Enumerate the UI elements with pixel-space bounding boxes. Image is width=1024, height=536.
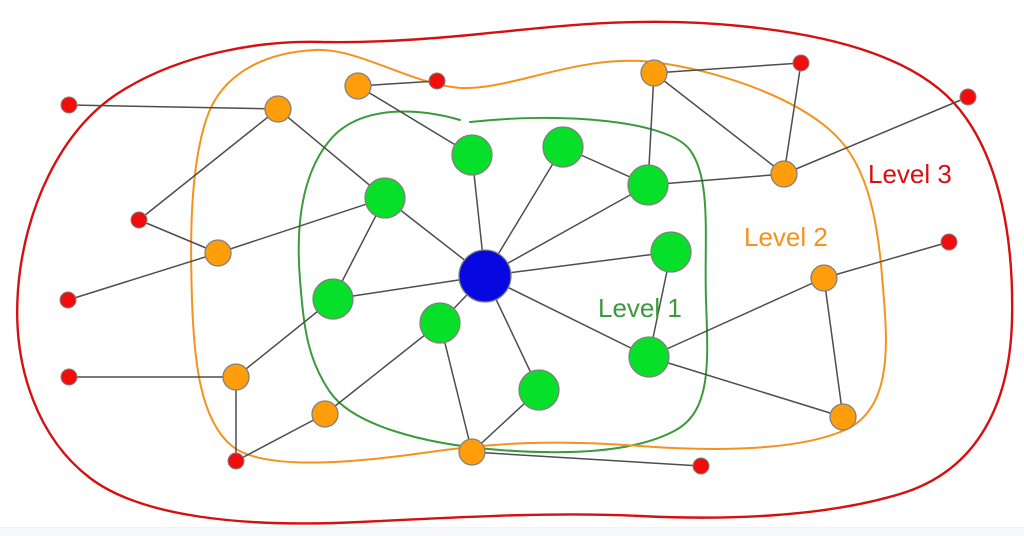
level-2-node-o1[interactable] <box>264 95 292 123</box>
label-level3: Level 3 <box>868 159 952 189</box>
level-1-node-g2[interactable] <box>451 134 493 176</box>
level-1-node-g9[interactable] <box>628 336 670 378</box>
level-2-node-o3[interactable] <box>640 59 668 87</box>
level-labels: Level 1 Level 2 Level 3 <box>598 159 952 323</box>
level-3-node-r9[interactable] <box>227 452 245 470</box>
edge-o6-o10 <box>823 277 844 418</box>
level-3-node-r4[interactable] <box>959 88 977 106</box>
edge-o4-r4 <box>783 96 969 175</box>
bottom-strip <box>0 527 1024 536</box>
level-2-node-o10[interactable] <box>829 403 857 431</box>
level-2-node-o4[interactable] <box>770 160 798 188</box>
edge-o5-r6 <box>67 252 219 301</box>
edge-g1-o1 <box>277 108 386 199</box>
level-2-node-o6[interactable] <box>810 264 838 292</box>
level-boundaries <box>16 20 1014 525</box>
level-3-node-r1[interactable] <box>60 96 78 114</box>
edge-g7-o8 <box>324 322 441 415</box>
edge-o9-r10 <box>471 451 702 467</box>
level-2-node-o2[interactable] <box>344 72 372 100</box>
level-1-node-g6[interactable] <box>312 278 354 320</box>
level-1-node-g1[interactable] <box>364 177 406 219</box>
level-3-node-r5[interactable] <box>130 211 148 229</box>
level-3-node-r8[interactable] <box>60 368 78 386</box>
level1-boundary <box>297 110 709 454</box>
edge-o1-r1 <box>68 104 279 110</box>
level-1-node-g7[interactable] <box>419 302 461 344</box>
level-3-node-r10[interactable] <box>692 457 710 475</box>
level-3-node-r2[interactable] <box>428 72 446 90</box>
edge-o6-r7 <box>823 241 950 279</box>
edge-c0-g4 <box>484 184 649 277</box>
edge-o4-r3 <box>783 62 802 175</box>
edge-g9-o6 <box>648 277 825 358</box>
level-1-node-g3[interactable] <box>542 126 584 168</box>
network-nodes <box>59 54 977 475</box>
label-level2: Level 2 <box>744 222 828 252</box>
edge-o5-r5 <box>138 219 219 254</box>
edge-g9-o10 <box>648 356 844 418</box>
level-1-node-g4[interactable] <box>627 164 669 206</box>
label-level1: Level 1 <box>598 293 682 323</box>
level-1-node-g8[interactable] <box>518 369 560 411</box>
edge-o3-o4 <box>653 72 785 175</box>
edge-o8-r9 <box>235 413 326 462</box>
edge-g4-o4 <box>647 173 785 186</box>
level-1-node-g5[interactable] <box>650 231 692 273</box>
edge-o1-r5 <box>138 108 279 221</box>
center-node-c0[interactable] <box>458 249 512 303</box>
edge-c0-g5 <box>484 251 672 277</box>
edge-g2-o2 <box>357 85 473 156</box>
network-edges <box>67 62 969 467</box>
edge-c0-g9 <box>484 275 650 358</box>
edge-g7-o9 <box>439 322 473 453</box>
edge-g1-o5 <box>217 197 386 254</box>
level-2-node-o8[interactable] <box>311 400 339 428</box>
level3-boundary <box>16 20 1014 525</box>
level-3-node-r6[interactable] <box>59 291 77 309</box>
level-2-node-o9[interactable] <box>458 438 486 466</box>
level-2-node-o5[interactable] <box>204 239 232 267</box>
level-2-node-o7[interactable] <box>222 363 250 391</box>
edge-o3-r3 <box>653 62 802 74</box>
edge-g6-o7 <box>235 298 334 378</box>
level-3-node-r3[interactable] <box>792 54 810 72</box>
level-3-node-r7[interactable] <box>940 233 958 251</box>
level2-boundary <box>190 48 887 464</box>
